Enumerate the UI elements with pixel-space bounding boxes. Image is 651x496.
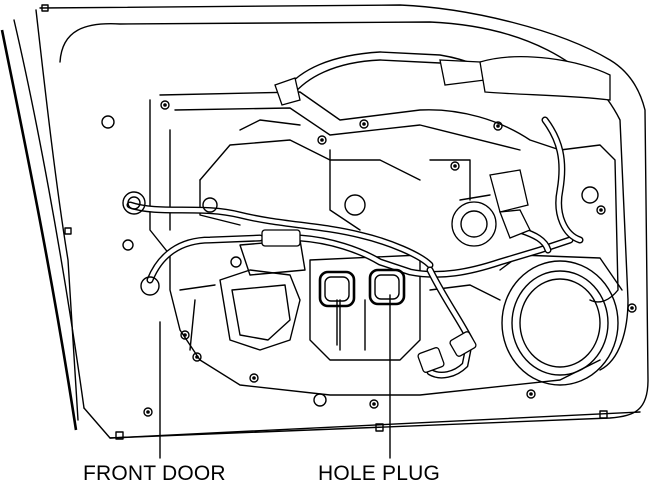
upper-cable — [274, 51, 611, 106]
regulator-motor — [451, 169, 531, 247]
panel-holes — [101, 115, 599, 407]
speaker — [499, 254, 623, 386]
door-outer-panel — [0, 4, 649, 439]
wire-harness — [126, 116, 584, 379]
hole-plug-label: HOLE PLUG — [318, 462, 441, 485]
front-door-label: FRONT DOOR — [83, 462, 226, 485]
panel-bolts — [143, 100, 637, 417]
hole-plug-right — [368, 268, 406, 306]
panel-clips — [41, 4, 608, 440]
